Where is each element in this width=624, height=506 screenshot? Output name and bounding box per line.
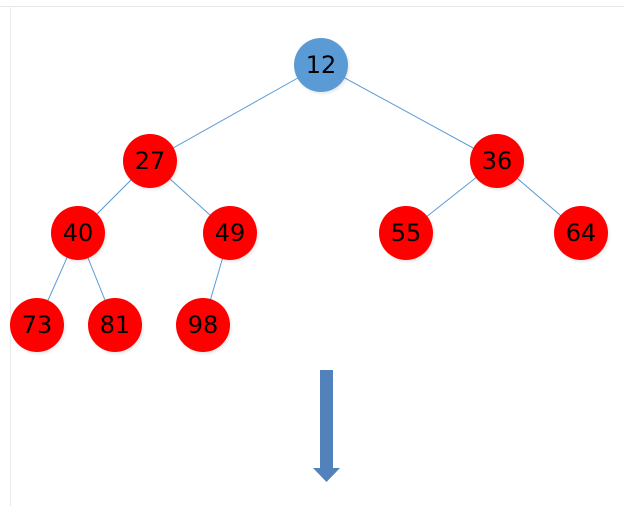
edge-12-27 [149,64,322,162]
tree-node-12: 12 [293,38,352,96]
tree-node-49: 49 [202,206,261,264]
edge-12-36 [320,64,498,162]
node-circle [88,298,142,352]
arrow-shaft [320,370,333,469]
node-label: 73 [22,311,53,339]
node-circle [10,298,64,352]
node-circle [470,134,524,188]
node-circle [379,206,433,260]
node-label: 12 [306,51,337,79]
tree-node-55: 55 [378,206,437,264]
node-circle [554,206,608,260]
edges-layer [36,64,582,326]
tree-node-98: 98 [175,298,234,356]
node-label: 55 [391,219,422,247]
tree-node-81: 81 [87,298,146,356]
nodes-layer: 12 27 36 40 49 55 64 73 81 98 [9,38,612,356]
arrow-head [313,468,340,482]
down-arrow [313,370,340,482]
root-node-circle [294,38,348,92]
node-label: 81 [100,311,131,339]
tree-node-36: 36 [469,134,528,192]
node-label: 27 [135,147,166,175]
node-label: 40 [63,219,94,247]
tree-node-64: 64 [553,206,612,264]
node-label: 64 [566,219,597,247]
node-circle [203,206,257,260]
node-label: 36 [482,147,513,175]
frame-top-border [0,6,624,7]
node-circle [176,298,230,352]
tree-node-73: 73 [9,298,68,356]
node-circle [123,134,177,188]
tree-node-40: 40 [50,206,109,264]
node-circle [51,206,105,260]
node-label: 98 [188,311,219,339]
frame-left-border [10,6,11,506]
tree-node-27: 27 [122,134,181,192]
node-label: 49 [215,219,246,247]
